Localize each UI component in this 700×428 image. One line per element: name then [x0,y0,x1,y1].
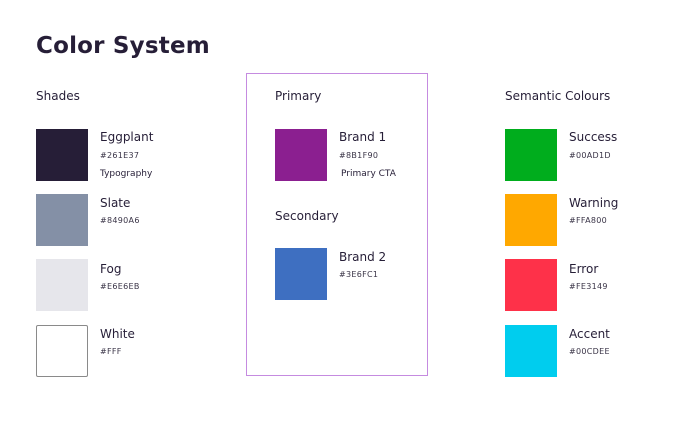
brand-1-hex: #8B1F90 [339,151,379,160]
primary-heading: Primary [275,89,322,103]
white-name: White [100,327,135,341]
white-swatch [36,325,88,377]
accent-swatch [505,325,557,377]
brand-1-swatch [275,129,327,181]
brand-colors-highlight-frame [246,73,428,376]
brand-2-swatch [275,248,327,300]
slate-name: Slate [100,196,131,210]
fog-name: Fog [100,262,122,276]
shades-heading: Shades [36,89,80,103]
accent-name: Accent [569,327,610,341]
white-hex: #FFF [100,347,122,356]
success-name: Success [569,130,618,144]
slate-hex: #8490A6 [100,216,140,225]
warning-swatch [505,194,557,246]
brand-1-name: Brand 1 [339,130,387,144]
eggplant-usage-note: Typography [100,169,153,179]
eggplant-hex: #261E37 [100,151,140,160]
error-hex: #FE3149 [569,282,608,291]
warning-name: Warning [569,196,619,210]
brand-1-usage-note: Primary CTA [341,169,396,179]
accent-hex: #00CDEE [569,347,610,356]
error-swatch [505,259,557,311]
secondary-heading: Secondary [275,209,339,223]
fog-swatch [36,259,88,311]
fog-hex: #E6E6EB [100,282,140,291]
error-name: Error [569,262,599,276]
eggplant-swatch [36,129,88,181]
warning-hex: #FFA800 [569,216,608,225]
success-swatch [505,129,557,181]
brand-2-hex: #3E6FC1 [339,270,379,279]
success-hex: #00AD1D [569,151,611,160]
semantic-colours-heading: Semantic Colours [505,89,611,103]
slate-swatch [36,194,88,246]
brand-2-name: Brand 2 [339,250,387,264]
eggplant-name: Eggplant [100,130,154,144]
page-title: Color System [36,33,210,59]
